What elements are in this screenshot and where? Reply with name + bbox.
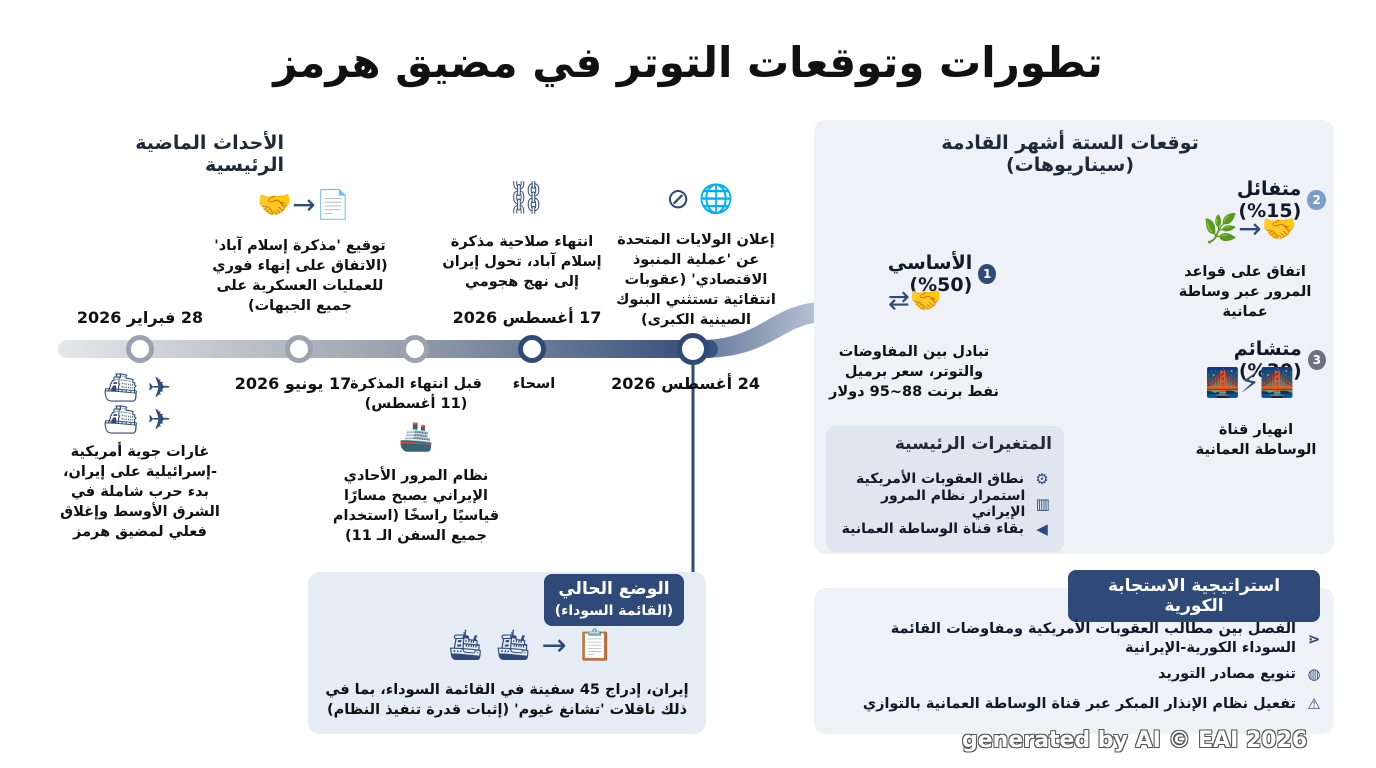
pessimistic-scenario-number: 3: [1307, 350, 1326, 370]
bar-chart-icon: ▥: [1035, 494, 1050, 513]
current-status-label: الوضع الحالي: [558, 579, 670, 599]
optimistic-scenario-number: 2: [1307, 190, 1326, 210]
negotiation-balance-icon: 🤝⇄: [887, 286, 943, 316]
event-5-text: إعلان الولايات المتحدة عن 'عملية المنبوذ…: [616, 232, 776, 328]
korea-strategy-heading: استراتيجية الاستجابة الكورية: [1068, 570, 1320, 622]
base-scenario-title: 1 الأساسي (50%): [836, 252, 996, 296]
handshake-document-icon: 🤝→📄: [257, 188, 351, 221]
list-item: ⚙ نطاق العقوبات الأمريكية: [836, 466, 1052, 491]
list-item: ▥ استمرار نظام المرور الإيراني: [836, 488, 1052, 520]
forecast-heading: توقعات الستة أشهر القادمة (سيناريوهات): [941, 132, 1199, 176]
key-variables-heading: المتغيرات الرئيسية: [894, 434, 1052, 454]
list-item-label: تنويع مصادر التوريد: [1158, 666, 1296, 682]
page-title: تطورات وتوقعات التوتر في مضيق هرمز: [273, 38, 1103, 87]
event-3-text: نظام المرور الأحادي الإيراني يصبح مسارًا…: [332, 468, 500, 544]
list-item-label: تفعيل نظام الإنذار المبكر عبر قناة الوسا…: [862, 696, 1296, 712]
event-2-date: 17 يونيو 2026: [234, 374, 352, 393]
timeline-node-2: [285, 335, 313, 363]
current-status-sublabel: (القائمة السوداء): [554, 603, 674, 619]
event-4-date: اسحاء: [512, 376, 556, 392]
base-scenario-label: الأساسي (50%): [887, 252, 973, 296]
olive-branch-handshake-icon: 🌿→🤝: [1203, 212, 1297, 245]
event-1-date: 28 فبراير 2026: [76, 308, 204, 327]
base-scenario-text: تبادل بين المفاوضات والتوتر، سعر برميل ن…: [829, 344, 999, 400]
watermark: generated by AI © EAI 2026: [962, 728, 1308, 753]
optimistic-scenario-label: متفائل (15%): [1236, 178, 1302, 222]
list-item: ◍ تنويع مصادر التوريد: [830, 660, 1324, 688]
key-variables-panel: [826, 426, 1064, 552]
globe-sanction-icon: 🌐 ⊘: [666, 182, 734, 215]
list-item: ◀ بقاء قناة الوساطة العمانية: [836, 516, 1052, 541]
event-4-subdate: 17 أغسطس 2026: [452, 308, 602, 327]
event-3-date: قبل انتهاء المذكرة (11 أغسطس): [350, 376, 482, 412]
event-5-date: 24 أغسطس 2026: [611, 374, 760, 393]
timeline-node-1: [126, 335, 154, 363]
current-status-text: إيران، إدراج 45 سفينة في القائمة السوداء…: [325, 682, 689, 718]
tankers-checklist-icon: 🛳 🛳 → 📋: [446, 628, 614, 663]
alarm-icon: ⚠: [1307, 695, 1321, 713]
optimistic-scenario-text: اتفاق على قواعد المرور عبر وساطة عمانية: [1178, 264, 1312, 320]
pessimistic-scenario-label: متشائم (30%): [1233, 338, 1302, 382]
list-item-label: استمرار نظام المرور الإيراني: [881, 487, 1026, 520]
megaphone-icon: ◀: [1036, 519, 1048, 538]
event-1-text: غارات جوية أمريكية -إسرائيلية على إيران،…: [60, 444, 220, 540]
key-variables-list: ⚙ نطاق العقوبات الأمريكية ▥ استمرار نظام ا…: [836, 466, 1052, 541]
fighter-jet-icon: ✈ ⛴✈ ⛴: [103, 371, 171, 436]
timeline-node-5: [677, 333, 709, 365]
cargo-ship-icon: 🚢: [398, 420, 434, 453]
share-icon: ⋖: [1307, 630, 1321, 648]
current-status-badge: الوضع الحالي (القائمة السوداء): [544, 574, 684, 626]
past-events-heading: الأحداث الماضية الرئيسية: [135, 132, 284, 176]
base-scenario-number: 1: [978, 264, 996, 284]
globe-icon: ◍: [1307, 665, 1321, 683]
list-item: ⋖ الفصل بين مطالب العقوبات الأمريكية ومفا…: [830, 618, 1324, 660]
list-item-label: نطاق العقوبات الأمريكية: [855, 470, 1024, 487]
broken-bridge-icon: 🌉⚡🌉: [1205, 366, 1295, 399]
list-item-label: الفصل بين مطالب العقوبات الأمريكية ومفاو…: [890, 621, 1296, 656]
pessimistic-scenario-title: 3 متشائم (30%): [1176, 338, 1326, 382]
timeline-bar: [58, 340, 718, 358]
event-4-text: انتهاء صلاحية مذكرة إسلام آباد، تحول إير…: [442, 234, 602, 290]
network-icon: ⚙: [1035, 469, 1049, 488]
timeline-node-3: [401, 335, 429, 363]
timeline-node-4: [518, 335, 546, 363]
event-2-text: توقيع 'مذكرة إسلام آباد' (الاتفاق على إن…: [212, 238, 388, 314]
pessimistic-scenario-text: انهيار قناة الوساطة العمانية: [1195, 422, 1317, 458]
broken-chain-icon: ⛓: [505, 178, 547, 216]
korea-strategy-list: ⋖ الفصل بين مطالب العقوبات الأمريكية ومفا…: [830, 618, 1324, 720]
list-item-label: بقاء قناة الوساطة العمانية: [841, 520, 1024, 537]
list-item: ⚠ تفعيل نظام الإنذار المبكر عبر قناة الوس…: [830, 688, 1324, 720]
optimistic-scenario-title: 2 متفائل (15%): [1176, 178, 1326, 222]
